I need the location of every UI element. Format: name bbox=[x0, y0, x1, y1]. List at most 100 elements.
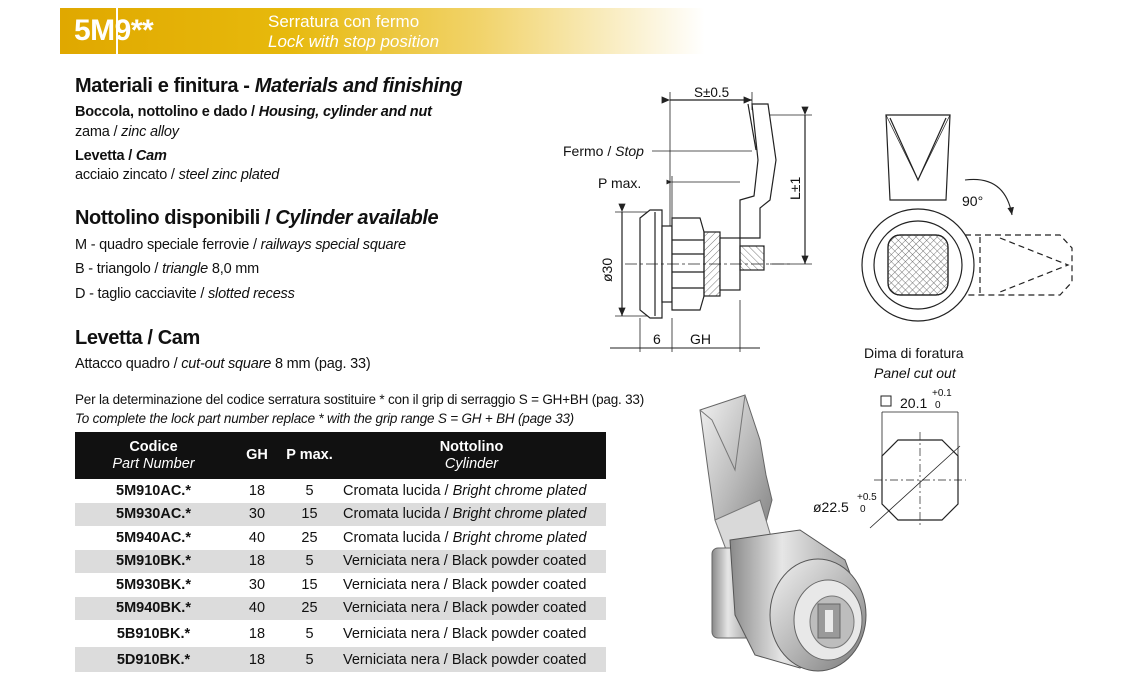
cam-material-en: steel zinc plated bbox=[178, 167, 280, 183]
cam-material: acciaio zincato / steel zinc plated bbox=[75, 167, 279, 183]
front-view-drawing bbox=[861, 114, 1073, 322]
subtitle-english: Lock with stop position bbox=[268, 32, 440, 51]
cam-cutout-text: Attacco quadro / cut-out square 8 mm (pa… bbox=[75, 356, 371, 372]
panel-cutout-drawing bbox=[869, 395, 966, 529]
cell-gh: 40 bbox=[248, 529, 266, 546]
cell-cylinder: Cromata lucida / Bright chrome plated bbox=[337, 503, 606, 527]
cutout-title-en: Panel cut out bbox=[874, 365, 957, 381]
table-row: 5M930AC.* 30 15 Cromata lucida / Bright chr… bbox=[75, 502, 606, 527]
table-row: 5M930BK.* 30 15 Verniciata nera / Black pow… bbox=[75, 573, 606, 597]
cylinder-b-en: triangle bbox=[162, 261, 209, 277]
product-code: 5M9** bbox=[74, 14, 154, 47]
cell-cylinder-en: Bright chrome plated bbox=[452, 506, 587, 523]
note-english: To complete the lock part number replace… bbox=[75, 411, 574, 426]
cylinder-m: M - quadro speciale ferrovie / railways … bbox=[75, 237, 406, 253]
cell-cylinder-it: Verniciata nera / Black powder coated bbox=[343, 651, 587, 668]
cell-cylinder: Cromata lucida / Bright chrome plated bbox=[337, 526, 606, 550]
housing-label-en: Housing, cylinder and nut bbox=[258, 104, 432, 120]
square-tol-upper: +0.1 bbox=[932, 388, 952, 399]
housing-material-it: zama / bbox=[75, 124, 122, 140]
cam-label-en: Cam bbox=[135, 148, 167, 164]
square-dimension: 20.1 bbox=[900, 395, 927, 411]
cutout-title-it: Dima di foratura bbox=[864, 345, 964, 361]
s-dimension: S±0.5 bbox=[694, 85, 729, 100]
header-banner: 5M9** Serratura con fermo Lock with stop… bbox=[60, 8, 705, 54]
cell-pmax: 15 bbox=[301, 506, 318, 523]
cell-code: 5M910BK.* bbox=[116, 553, 191, 570]
cam-cutout-it: Attacco quadro / bbox=[75, 356, 182, 372]
cell-pmax: 25 bbox=[301, 529, 318, 546]
stop-label-en: Stop bbox=[615, 143, 644, 159]
cell-cylinder: Verniciata nera / Black powder coated bbox=[337, 550, 606, 574]
cylinder-d: D - taglio cacciavite / slotted recess bbox=[75, 286, 295, 302]
cell-gh: 30 bbox=[248, 506, 266, 523]
cylinder-m-it: M - quadro speciale ferrovie / bbox=[75, 237, 261, 253]
diameter-dimension: ø22.5 bbox=[813, 499, 849, 515]
col-cylinder-it: Nottolino bbox=[439, 438, 504, 455]
side-view-drawing bbox=[610, 92, 812, 352]
subtitle-italian: Serratura con fermo bbox=[268, 12, 420, 31]
col-gh: GH bbox=[246, 447, 268, 463]
cylinder-m-en: railways special square bbox=[260, 237, 407, 253]
cylinders-heading-it: Nottolino disponibili / bbox=[75, 207, 276, 229]
angle-90: 90° bbox=[962, 193, 983, 209]
housing-label-it: Boccola, nottolino e dado / bbox=[75, 104, 259, 120]
cylinder-b: B - triangolo / triangle 8,0 mm bbox=[75, 261, 259, 277]
cell-cylinder-it: Cromata lucida / bbox=[343, 529, 453, 546]
col-code-it: Codice bbox=[129, 438, 178, 455]
diameter-tol-upper: +0.5 bbox=[857, 492, 877, 503]
cell-gh: 18 bbox=[248, 651, 266, 668]
cylinder-b-size: 8,0 mm bbox=[208, 261, 260, 277]
col-pmax: P max. bbox=[286, 447, 333, 463]
housing-label: Boccola, nottolino e dado / Housing, cyl… bbox=[75, 104, 432, 120]
cylinders-heading-en: Cylinder available bbox=[275, 207, 439, 229]
dimension-6: 6 bbox=[653, 331, 661, 347]
cell-cylinder: Cromata lucida / Bright chrome plated bbox=[337, 479, 606, 503]
cell-code: 5M930AC.* bbox=[116, 506, 191, 523]
cell-gh: 30 bbox=[248, 576, 266, 593]
cell-cylinder-it: Verniciata nera / Black powder coated bbox=[343, 576, 587, 593]
cell-cylinder: Verniciata nera / Black powder coated bbox=[337, 647, 606, 672]
banner-divider bbox=[116, 8, 118, 54]
cell-pmax: 15 bbox=[301, 576, 318, 593]
cylinder-d-it: D - taglio cacciavite / bbox=[75, 286, 208, 302]
cell-code: 5M940AC.* bbox=[116, 529, 191, 546]
cell-cylinder-it: Cromata lucida / bbox=[343, 482, 453, 499]
cell-cylinder-it: Verniciata nera / Black powder coated bbox=[343, 600, 587, 617]
materials-heading-it: Materiali e finitura - bbox=[75, 75, 255, 97]
cell-cylinder: Verniciata nera / Black powder coated bbox=[337, 597, 606, 621]
cam-label: Levetta / Cam bbox=[75, 148, 167, 164]
cam-heading: Levetta / Cam bbox=[75, 327, 200, 349]
cell-pmax: 5 bbox=[305, 651, 314, 668]
cell-gh: 18 bbox=[248, 482, 266, 499]
cell-cylinder: Verniciata nera / Black powder coated bbox=[337, 573, 606, 597]
cylinders-heading: Nottolino disponibili / Cylinder availab… bbox=[75, 207, 439, 230]
cylinder-b-it: B - triangolo / bbox=[75, 261, 163, 277]
cell-cylinder-en: Bright chrome plated bbox=[452, 482, 587, 499]
product-photo bbox=[699, 394, 867, 672]
diameter-30: ø30 bbox=[599, 258, 615, 282]
cell-gh: 18 bbox=[248, 553, 266, 570]
stop-label-it: Fermo / bbox=[563, 143, 615, 159]
cell-code: 5M940BK.* bbox=[116, 600, 191, 617]
cell-code: 5M930BK.* bbox=[116, 576, 191, 593]
cell-pmax: 5 bbox=[305, 553, 314, 570]
cell-pmax: 5 bbox=[305, 482, 314, 499]
table-row: 5M910BK.* 18 5 Verniciata nera / Black powd… bbox=[75, 549, 606, 574]
pmax-label: P max. bbox=[598, 175, 641, 191]
cell-gh: 18 bbox=[248, 625, 266, 642]
cam-cutout-size: 8 mm (pag. 33) bbox=[271, 356, 371, 372]
gh-dimension: GH bbox=[690, 331, 711, 347]
note-italian: Per la determinazione del codice serratu… bbox=[75, 392, 645, 407]
materials-heading: Materiali e finitura - Materials and fin… bbox=[75, 75, 463, 98]
cam-material-it: acciaio zincato / bbox=[75, 167, 179, 183]
cell-cylinder: Verniciata nera / Black powder coated bbox=[337, 620, 606, 647]
